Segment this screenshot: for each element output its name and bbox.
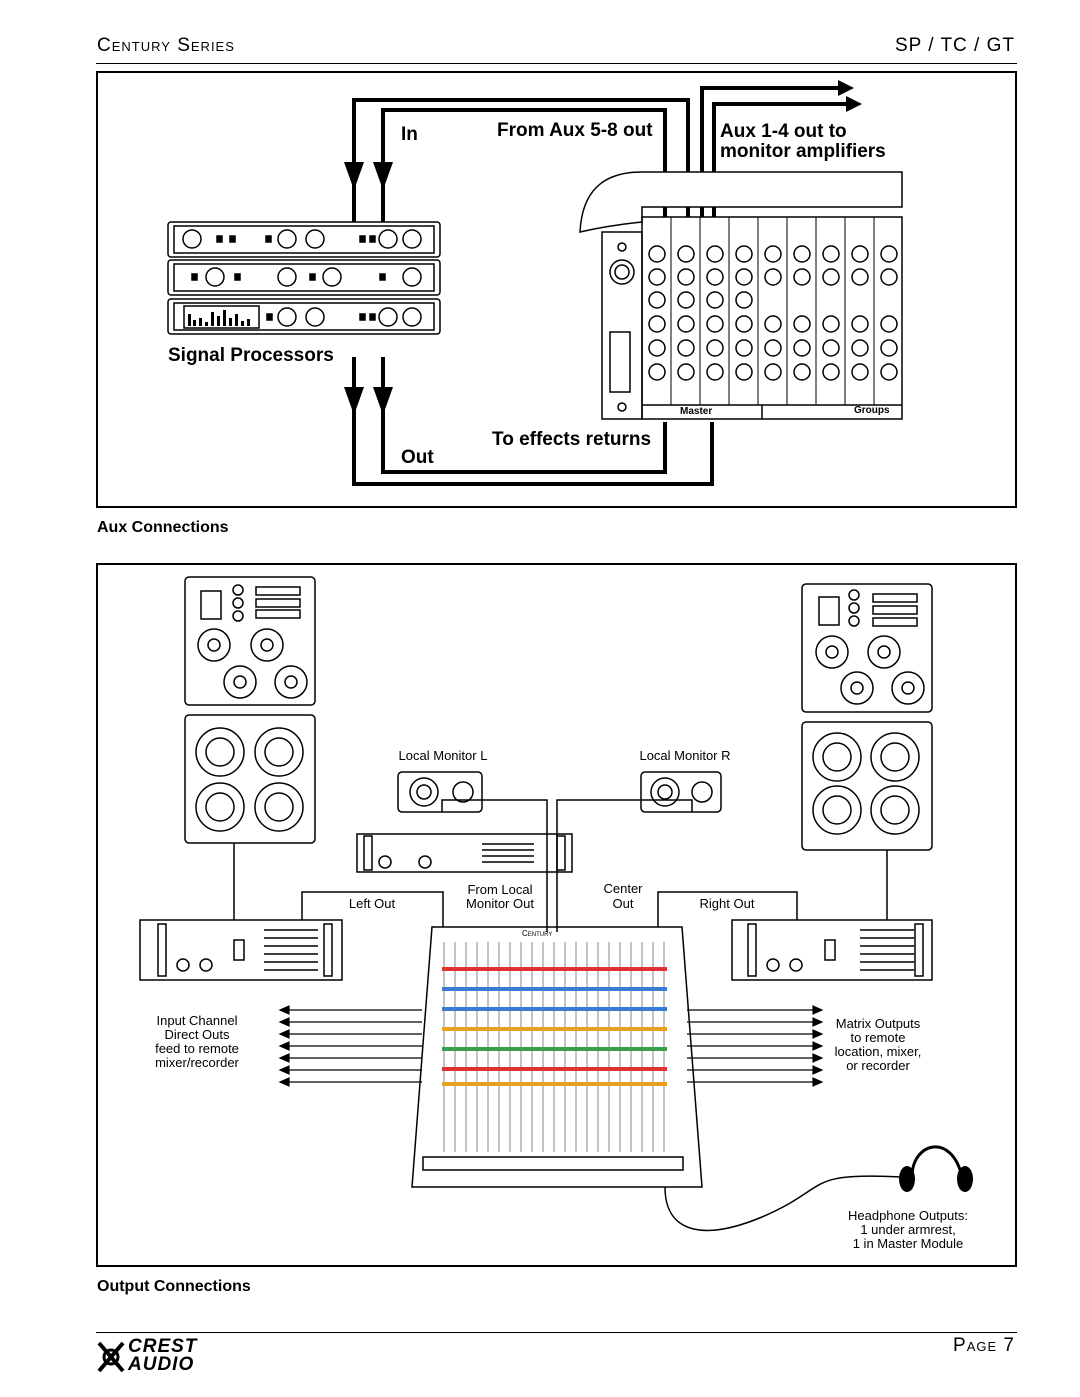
from-local-label-1: From Local (467, 882, 533, 897)
matrix-outputs-line-3: location, mixer, (834, 1044, 922, 1059)
local-monitor-l-label: Local Monitor L (398, 748, 488, 763)
logo-line-1: CREST (128, 1336, 198, 1357)
left-out-label: Left Out (348, 896, 396, 911)
from-local-label-2: Monitor Out (466, 896, 534, 911)
matrix-outputs-line-4: or recorder (846, 1058, 910, 1073)
label-effects-returns: To effects returns (492, 429, 652, 450)
mixer-rear-panel (579, 171, 903, 420)
signal-processor-rack-1 (167, 221, 441, 258)
crest-logo-mark-icon (97, 1341, 125, 1373)
label-groups: Groups (854, 405, 890, 416)
matrix-outputs-line-1: Matrix Outputs (835, 1016, 921, 1031)
crest-audio-logo: CREST AUDIO (96, 1336, 231, 1375)
output-connections-caption: Output Connections (97, 1278, 251, 1295)
label-in: In (401, 124, 418, 145)
center-label-2: Out (612, 896, 634, 911)
headphone-line-1: Headphone Outputs: (848, 1208, 968, 1223)
headphone-line-3: 1 in Master Module (852, 1236, 964, 1251)
output-diagram-graphics (139, 576, 973, 1232)
footer-rule (96, 1332, 1017, 1333)
aux-connections-caption: Aux Connections (97, 519, 229, 536)
label-aux-out-line2: monitor amplifiers (720, 141, 886, 162)
input-channel-label: Input Channel Direct Outs feed to remote… (142, 1014, 252, 1070)
output-connections-diagram: Local Monitor L Local Monitor R Left Out… (96, 563, 1017, 1267)
series-title: Century Series (97, 35, 235, 56)
aux-diagram-graphics (167, 80, 903, 486)
matrix-out-arrows (687, 1005, 824, 1087)
label-master: Master (680, 406, 713, 417)
input-channel-line-3: feed to remote (155, 1041, 239, 1056)
input-channel-line-4: mixer/recorder (155, 1055, 239, 1070)
label-signal-processors: Signal Processors (168, 345, 334, 366)
input-channel-line-2: Direct Outs (164, 1027, 230, 1042)
headphones (899, 1166, 973, 1192)
direct-out-arrows (278, 1005, 422, 1087)
model-title: SP / TC / GT (894, 35, 1015, 56)
logo-line-2: AUDIO (128, 1354, 195, 1375)
input-channel-line-1: Input Channel (156, 1013, 238, 1028)
mixer-channel-strips (442, 942, 667, 1152)
mixer-brand-label: Century (522, 929, 553, 938)
matrix-outputs-line-2: to remote (850, 1030, 906, 1045)
jack-grid (648, 245, 898, 381)
matrix-outputs-label: Matrix Outputs to remote location, mixer… (820, 1017, 936, 1073)
label-aux-out-line1: Aux 1-4 out to (720, 121, 847, 142)
header-rule (96, 63, 1017, 64)
page-number: Page 7 (953, 1335, 1015, 1356)
local-monitor-r-label: Local Monitor R (639, 748, 731, 763)
signal-processor-rack-3 (167, 298, 441, 335)
label-from-aux: From Aux 5-8 out (497, 120, 653, 141)
label-out: Out (401, 447, 434, 468)
headphone-line-2: 1 under armrest, (860, 1222, 956, 1237)
signal-processor-rack-2 (167, 259, 441, 296)
center-label-1: Center (603, 881, 643, 896)
headphone-outputs-label: Headphone Outputs: 1 under armrest, 1 in… (838, 1209, 978, 1251)
right-out-label: Right Out (699, 896, 755, 911)
aux-connections-diagram: In From Aux 5-8 out Aux 1-4 out to monit… (96, 71, 1017, 508)
